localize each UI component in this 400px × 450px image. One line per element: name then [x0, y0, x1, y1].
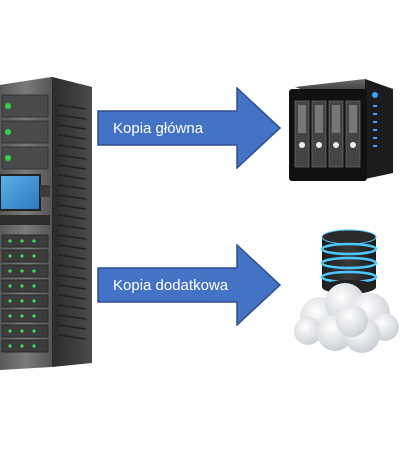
primary-backup-arrow: Kopia główna: [97, 86, 282, 170]
server-rack-icon: [0, 75, 92, 370]
primary-backup-label: Kopia główna: [113, 120, 204, 137]
nas-storage-icon: [285, 75, 397, 190]
cloud-database-icon: [290, 225, 400, 355]
secondary-backup-label: Kopia dodatkowa: [113, 277, 229, 294]
secondary-backup-arrow: Kopia dodatkowa: [97, 243, 282, 327]
